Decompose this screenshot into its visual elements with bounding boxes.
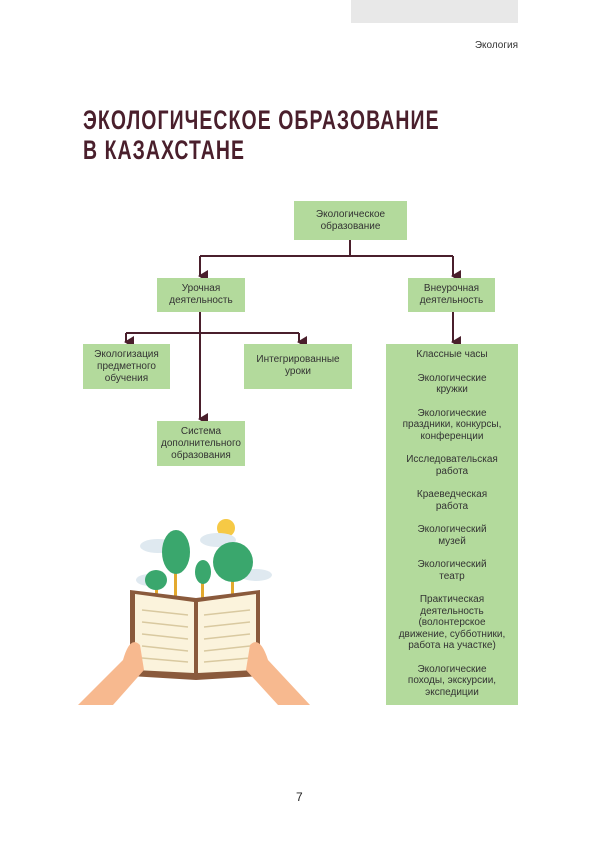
book-trees-illustration [78, 519, 310, 705]
header-bar [351, 0, 518, 23]
list-item: Краеведческая работа [416, 489, 488, 512]
subject-ecologization-node: Экологизация предметного обучения [83, 344, 170, 389]
list-item: Экологические кружки [417, 372, 487, 396]
title-line-2: В КАЗАХСТАНЕ [83, 135, 245, 165]
extracurricular-list: Классные часы Экологические кружки Эколо… [386, 344, 518, 705]
extracurricular-node: Внеурочная деятельность [408, 278, 495, 312]
page-number: 7 [296, 790, 303, 804]
list-item: Практическая деятельность (волонтерское … [398, 594, 506, 651]
section-label: Экология [474, 40, 518, 51]
title-line-1: ЭКОЛОГИЧЕСКОЕ ОБРАЗОВАНИЕ [83, 105, 440, 135]
list-item: Экологические походы, экскурсии, экспеди… [407, 663, 497, 698]
additional-education-node: Система дополнительного образования [157, 421, 245, 466]
list-item: Классные часы [416, 349, 488, 360]
list-item: Экологический театр [417, 559, 487, 582]
list-item: Экологические праздники, конкурсы, конфе… [402, 407, 502, 442]
integrated-lessons-node: Интегрированные уроки [244, 344, 352, 389]
list-item: Экологический музей [417, 524, 487, 547]
root-node: Экологическое образование [294, 201, 407, 240]
page-title: ЭКОЛОГИЧЕСКОЕ ОБРАЗОВАНИЕ В КАЗАХСТАНЕ [83, 105, 440, 165]
lesson-activity-node: Урочная деятельность [157, 278, 245, 312]
list-item: Исследовательская работа [406, 454, 498, 477]
